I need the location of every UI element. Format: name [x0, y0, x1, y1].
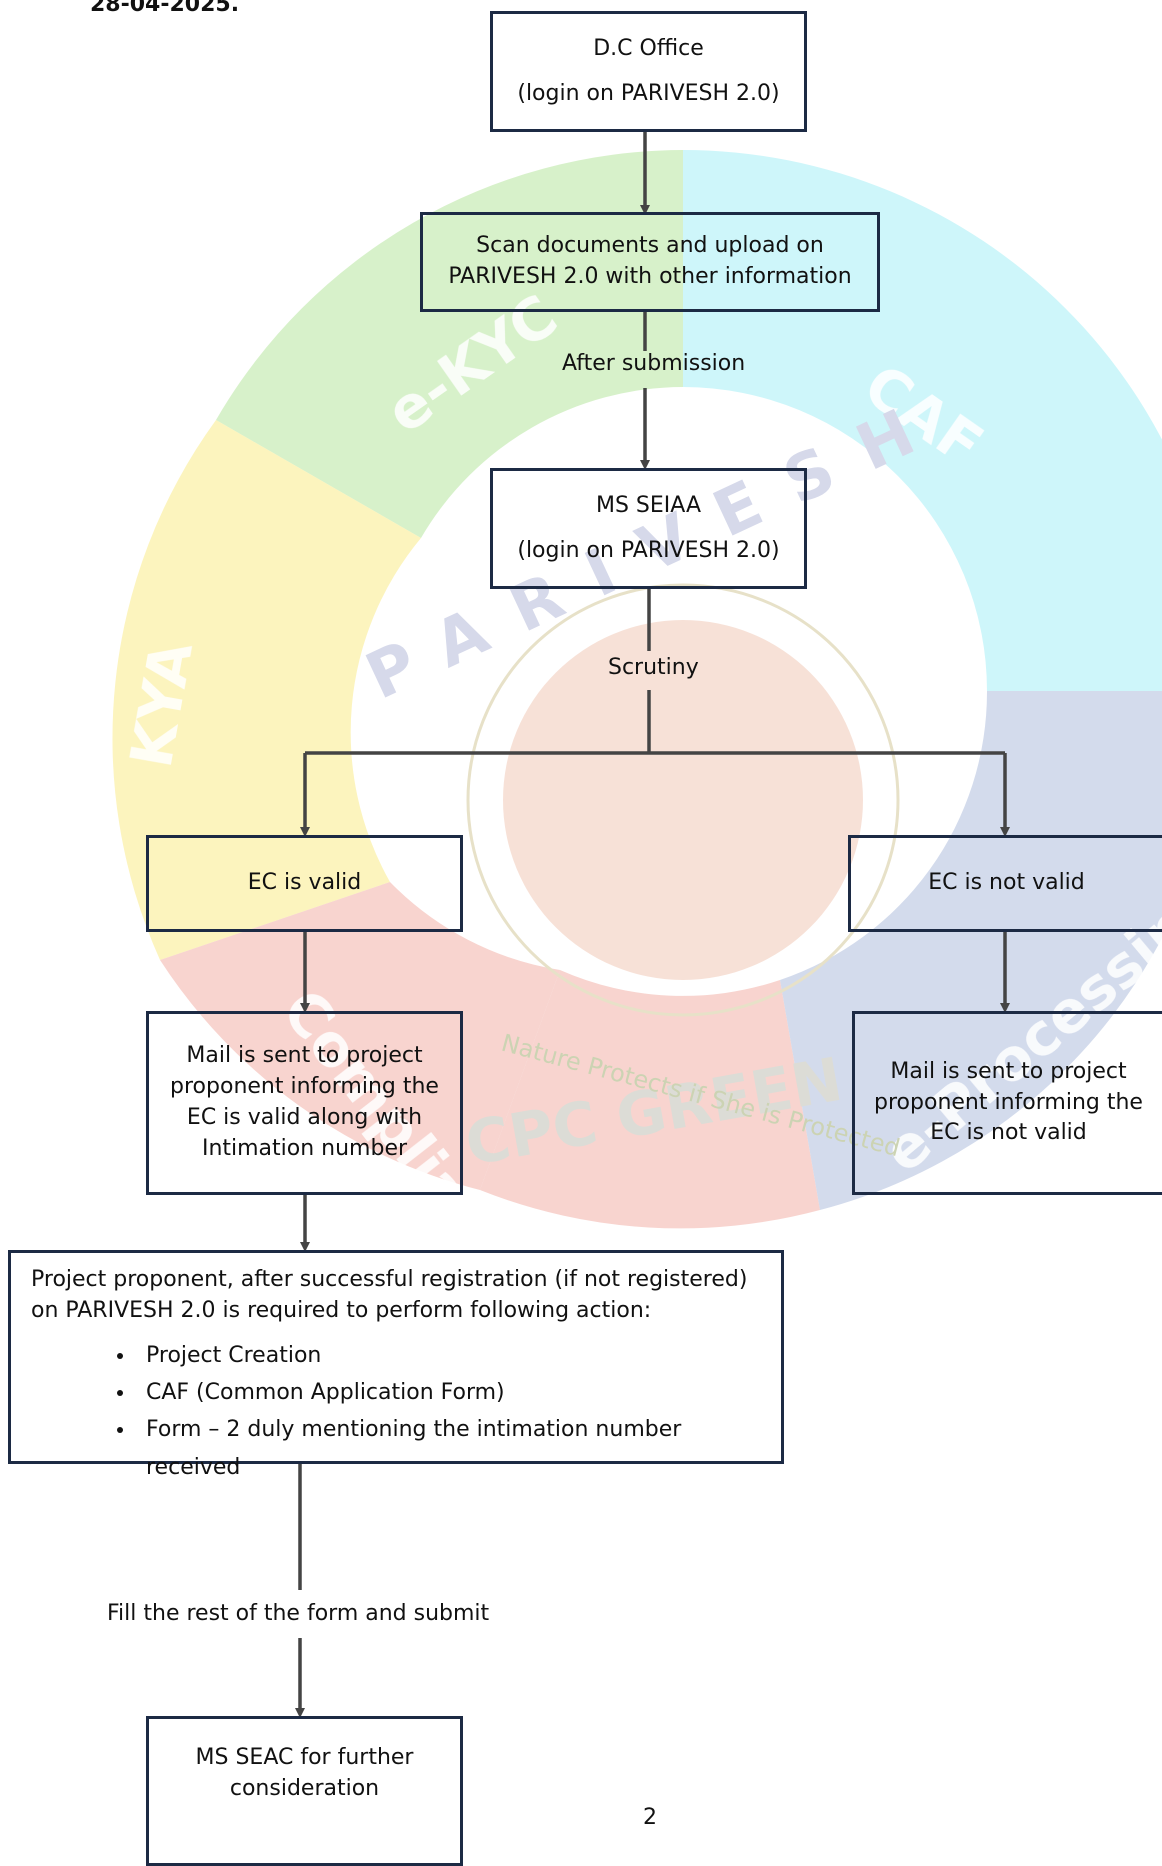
header-date-fragment: 28-04-2025. — [90, 0, 240, 17]
watermark-sector-caf — [683, 150, 1162, 691]
label-fill-rest: Fill the rest of the form and submit — [107, 1601, 490, 1626]
node-ec-not-valid: EC is not valid — [848, 835, 1162, 932]
node-mail-valid-line3: EC is valid along with — [186, 1105, 423, 1130]
page-number: 2 — [643, 1805, 657, 1830]
watermark-sector-epayments — [480, 970, 820, 1229]
node-ms-seiaa-subtitle: (login on PARIVESH 2.0) — [517, 537, 780, 563]
node-scan-upload-line2: PARIVESH 2.0 with other information — [448, 264, 852, 289]
node-ms-seac-line1: MS SEAC for further — [195, 1745, 414, 1770]
node-mail-not-valid: Mail is sent to project proponent inform… — [852, 1011, 1162, 1195]
watermark-sector-eprocessing — [780, 691, 1162, 1210]
watermark-emblem — [503, 620, 863, 980]
node-project-proponent: Project proponent, after successful regi… — [8, 1250, 784, 1480]
node-scan-upload-line1: Scan documents and upload on — [476, 233, 824, 259]
node-ec-valid: EC is valid — [146, 835, 463, 932]
project-proponent-intro-line1: Project proponent, after successful regi… — [31, 1267, 748, 1292]
node-ms-seiaa: MS SEIAA (login on PARIVESH 2.0) — [490, 468, 807, 589]
node-dc-office-subtitle: (login on PARIVESH 2.0) — [517, 80, 780, 106]
node-mail-valid-line4: Intimation number — [201, 1135, 408, 1161]
watermark-sector-ekyc — [216, 150, 683, 538]
node-ec-valid-text: EC is valid — [247, 870, 362, 896]
node-mail-not-valid-line3: EC is not valid — [930, 1120, 1087, 1146]
node-dc-office-title: D.C Office — [593, 35, 704, 61]
node-mail-valid-line2: proponent informing the — [170, 1074, 439, 1100]
action-form-2: Form – 2 duly mentioning the intimation … — [136, 1411, 763, 1486]
node-dc-office: D.C Office (login on PARIVESH 2.0) — [490, 11, 807, 132]
label-after-submission: After submission — [562, 351, 746, 376]
action-caf: CAF (Common Application Form) — [136, 1374, 763, 1411]
node-ms-seiaa-title: MS SEIAA — [595, 492, 701, 518]
watermark-sector-kya — [112, 420, 421, 960]
node-mail-valid-line1: Mail is sent to project — [186, 1043, 423, 1069]
node-mail-not-valid-line1: Mail is sent to project — [890, 1058, 1127, 1084]
project-proponent-intro-line2: on PARIVESH 2.0 is required to perform f… — [31, 1297, 652, 1323]
node-mail-not-valid-line2: proponent informing the — [874, 1089, 1143, 1115]
label-scrutiny: Scrutiny — [608, 655, 699, 680]
node-scan-upload: Scan documents and upload on PARIVESH 2.… — [420, 212, 880, 312]
node-ms-seac-line2: consideration — [229, 1775, 380, 1801]
action-project-creation: Project Creation — [136, 1337, 763, 1374]
node-mail-valid: Mail is sent to project proponent inform… — [146, 1011, 463, 1195]
project-proponent-actions: Project Creation CAF (Common Application… — [31, 1337, 763, 1487]
node-ms-seac: MS SEAC for further consideration — [146, 1716, 463, 1866]
node-ec-not-valid-text: EC is not valid — [928, 870, 1085, 896]
